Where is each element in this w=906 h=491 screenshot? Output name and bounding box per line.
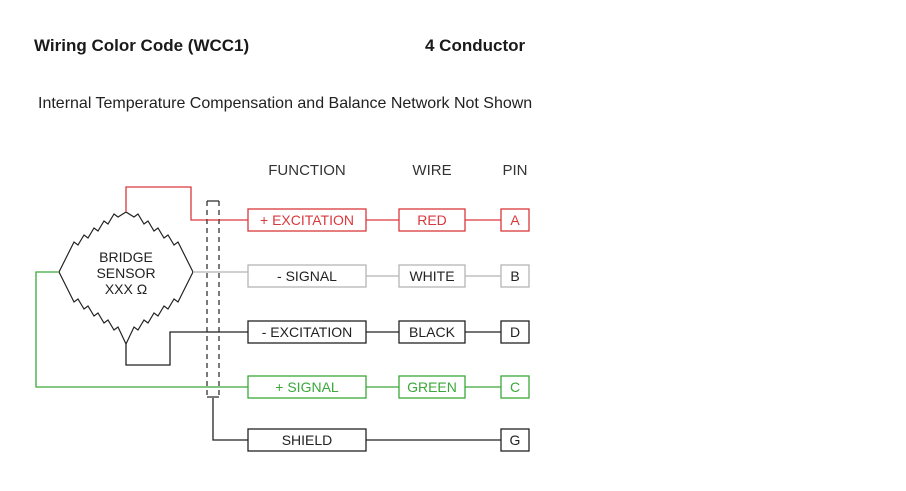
sensor-label-line3: XXX Ω xyxy=(105,281,147,297)
function-label: SHIELD xyxy=(282,432,333,448)
pin-box xyxy=(500,375,530,399)
wiring-row: + SIGNAL GREEN C xyxy=(247,375,530,399)
function-label: + SIGNAL xyxy=(275,379,339,395)
wire-green-signal xyxy=(35,271,248,388)
wire-label: GREEN xyxy=(407,379,457,395)
sensor-label-line2: SENSOR xyxy=(96,265,155,281)
conductor-count-label: 4 Conductor xyxy=(425,36,526,55)
diagram-title: Wiring Color Code (WCC1) xyxy=(34,36,250,55)
wire-label: BLACK xyxy=(409,324,456,340)
pin-label: D xyxy=(510,324,520,340)
wire-label: WHITE xyxy=(409,268,454,284)
wire-label: RED xyxy=(417,212,447,228)
pin-box xyxy=(500,264,530,288)
wiring-row: - EXCITATION BLACK D xyxy=(247,320,530,344)
resistor-bottom-right xyxy=(125,271,194,345)
column-header-function: FUNCTION xyxy=(268,162,346,179)
bridge-sensor xyxy=(58,211,194,345)
sensor-label-line1: BRIDGE xyxy=(99,249,153,265)
pin-label: G xyxy=(510,432,521,448)
pin-box xyxy=(500,320,530,344)
resistor-bottom-left xyxy=(58,271,127,345)
wiring-row: SHIELD G xyxy=(247,428,530,452)
diagram-subtitle: Internal Temperature Compensation and Ba… xyxy=(38,95,533,112)
wire-red-excitation xyxy=(125,186,248,221)
column-header-wire: WIRE xyxy=(412,162,451,179)
function-label: - EXCITATION xyxy=(262,324,352,340)
function-label: - SIGNAL xyxy=(277,268,337,284)
pin-label: A xyxy=(510,212,520,228)
cable-shield xyxy=(206,200,220,398)
resistor-top-left xyxy=(58,211,127,273)
wire-black-excitation xyxy=(125,331,248,366)
pin-label: B xyxy=(510,268,519,284)
pin-box xyxy=(500,428,530,452)
wire-shield-drain xyxy=(212,398,248,441)
pin-box xyxy=(500,208,530,232)
wiring-row: + EXCITATION RED A xyxy=(247,208,530,232)
wiring-rows: + EXCITATION RED A - SIGNAL WHITE B - EXCITATI… xyxy=(247,208,530,452)
wiring-row: - SIGNAL WHITE B xyxy=(247,264,530,288)
resistor-top-right xyxy=(125,211,194,273)
column-header-pin: PIN xyxy=(502,162,527,179)
pin-label: C xyxy=(510,379,520,395)
function-label: + EXCITATION xyxy=(260,212,354,228)
